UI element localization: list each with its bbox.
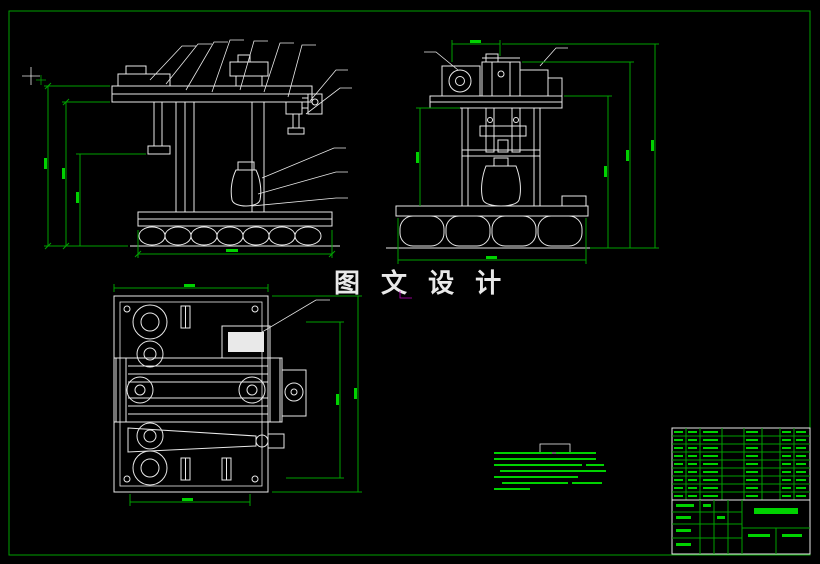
registration-cross-icon — [22, 67, 40, 85]
side-view-dimensions — [397, 40, 659, 264]
side-view-leaders — [424, 47, 568, 71]
title-table — [672, 500, 810, 554]
front-view-dimensions — [44, 82, 336, 258]
plan-view-dimensions — [113, 284, 362, 506]
plan-view — [113, 284, 362, 506]
side-view-machine — [386, 53, 598, 249]
front-view-machine — [111, 54, 340, 247]
side-view — [386, 40, 659, 264]
registration-cross-small-icon — [36, 75, 46, 85]
accent-mark — [399, 291, 412, 299]
sheet-frame — [8, 10, 811, 556]
technical-notes-text — [494, 443, 606, 490]
front-view — [44, 39, 352, 258]
title-table-text — [676, 504, 802, 546]
plan-view-machine — [113, 295, 330, 493]
front-view-leaders — [149, 39, 352, 207]
bom-table — [672, 428, 810, 500]
bom-table-text — [674, 431, 806, 497]
title-block — [671, 427, 811, 555]
main-title: 图 文 设 计 — [334, 268, 507, 299]
